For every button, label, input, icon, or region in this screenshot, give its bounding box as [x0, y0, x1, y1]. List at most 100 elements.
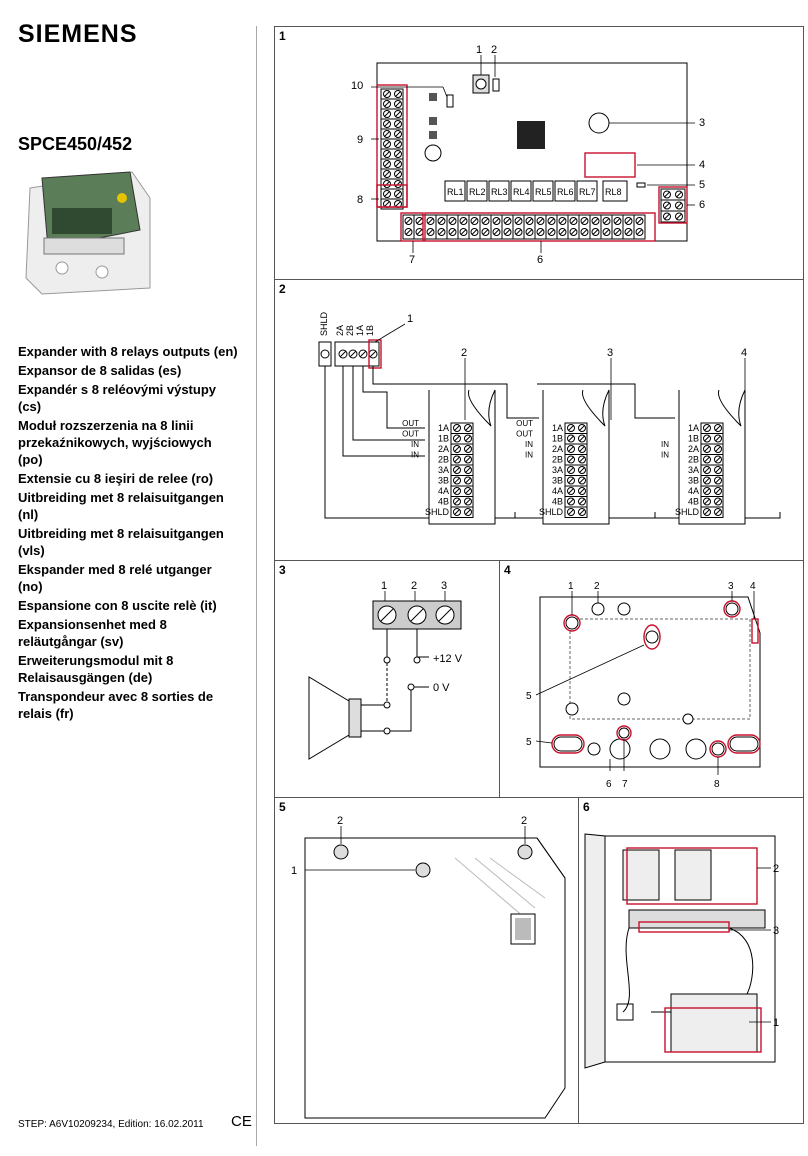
- callout-6: 6: [699, 199, 705, 211]
- relay-label: RL7: [579, 187, 596, 197]
- callout-1: 1: [773, 1017, 779, 1029]
- terminal-label: 1A: [688, 423, 699, 433]
- v0-label: 0 V: [433, 682, 450, 694]
- terminal-label: 3B: [552, 476, 563, 486]
- bus-wiring-diagram: SHLD 2A 2B 1A 1B 1A1B2A2B3A3B4A4BSHLDOUT…: [318, 311, 781, 525]
- callout-6: 6: [606, 779, 612, 790]
- lang-po: Moduł rozszerzenia na 8 linii przekaźnik…: [18, 418, 212, 467]
- terminal-label: 2B: [438, 455, 449, 465]
- terminal-label: 2B: [552, 455, 563, 465]
- direction-label: OUT: [402, 419, 419, 428]
- terminal-label: 1B: [552, 434, 563, 444]
- terminal-label: 4A: [688, 486, 699, 496]
- callout-3: 3: [607, 347, 613, 359]
- direction-label: IN: [411, 451, 419, 460]
- top-term-1b: 1B: [365, 325, 375, 336]
- lang-en: Expander with 8 relays outputs (en): [18, 344, 238, 359]
- lang-ro: Extensie cu 8 ieşiri de relee (ro): [18, 471, 214, 486]
- panel-number: 2: [279, 282, 286, 296]
- brand-logo: SIEMENS: [18, 20, 138, 48]
- lang-cs: Expandér s 8 reléovými výstupy (cs): [18, 382, 216, 414]
- direction-label: IN: [661, 440, 669, 449]
- terminal-label: SHLD: [425, 507, 450, 517]
- callout-2: 2: [491, 44, 497, 56]
- callout-7: 7: [409, 254, 415, 266]
- callout-6-bottom: 6: [537, 254, 543, 266]
- panel-number: 1: [279, 29, 286, 43]
- panel-4: 4 1 2 3: [499, 560, 804, 798]
- relay-label: RL6: [557, 187, 574, 197]
- direction-label: IN: [661, 451, 669, 460]
- callout-1: 1: [291, 865, 297, 877]
- terminal-label: SHLD: [539, 507, 564, 517]
- relay-label: RL2: [469, 187, 486, 197]
- lang-fr: Transpondeur avec 8 sorties de relais (f…: [18, 689, 214, 721]
- terminal-label: 4A: [552, 486, 563, 496]
- callout-1: 1: [568, 581, 574, 592]
- callout-3: 3: [728, 581, 734, 592]
- terminal-label: 1B: [438, 434, 449, 444]
- edition-footer: STEP: A6V10209234, Edition: 16.02.2011: [18, 1119, 204, 1130]
- terminal-label: 2A: [688, 444, 699, 454]
- terminal-label: 3A: [552, 465, 563, 475]
- model-title: SPCE450/452: [18, 134, 133, 154]
- callout-4: 4: [741, 347, 747, 359]
- product-photo: [25, 171, 151, 295]
- callout-2: 2: [461, 347, 467, 359]
- direction-label: IN: [525, 440, 533, 449]
- terminal-label: 1A: [552, 423, 563, 433]
- panel-3: 3 1 2 3 +12 V 0 V: [274, 560, 500, 798]
- housing-base-diagram: 1 2 3 4 5 5 6 7 8: [526, 581, 761, 790]
- callout-9: 9: [357, 134, 363, 146]
- terminal-label: 4B: [438, 497, 449, 507]
- siren-wiring-diagram: 1 2 3 +12 V 0 V: [308, 580, 463, 760]
- ce-mark: CE: [231, 1113, 252, 1130]
- callout-3: 3: [441, 580, 447, 592]
- callout-2: 2: [411, 580, 417, 592]
- panel-number: 6: [583, 800, 590, 814]
- language-list: Expander with 8 relays outputs (en) Expa…: [18, 343, 238, 724]
- callout-4: 4: [750, 581, 756, 592]
- top-term-1a: 1A: [355, 325, 365, 336]
- cover-diagram: 2 2 1: [291, 815, 566, 1119]
- relay-label: RL3: [491, 187, 508, 197]
- relay-label: RL1: [447, 187, 464, 197]
- callout-5-lower: 5: [526, 737, 532, 748]
- relay-label: RL5: [535, 187, 552, 197]
- lang-es: Expansor de 8 salidas (es): [18, 363, 182, 378]
- lang-de: Erweiterungsmodul mit 8 Relaisausgängen …: [18, 653, 174, 685]
- terminal-label: 2A: [552, 444, 563, 454]
- panel-number: 3: [279, 563, 286, 577]
- callout-8: 8: [357, 194, 363, 206]
- panel-5: 5 2 2 1: [274, 797, 579, 1124]
- terminal-label: 3A: [438, 465, 449, 475]
- callout-5: 5: [699, 179, 705, 191]
- lang-no: Ekspander med 8 relé utganger (no): [18, 562, 212, 594]
- lang-sv: Expansionsenhet med 8 reläutgångar (sv): [18, 617, 167, 649]
- lang-it: Espansione con 8 uscite relè (it): [18, 598, 217, 613]
- column-divider: [256, 26, 257, 1146]
- top-term-2b: 2B: [345, 325, 355, 336]
- terminal-label: 4A: [438, 486, 449, 496]
- terminal-label: SHLD: [675, 507, 700, 517]
- callout-4: 4: [699, 159, 705, 171]
- callout-7: 7: [622, 779, 628, 790]
- terminal-label: 2B: [688, 455, 699, 465]
- callout-8: 8: [714, 779, 720, 790]
- relay-label: RL4: [513, 187, 530, 197]
- direction-label: IN: [525, 451, 533, 460]
- callout-3: 3: [699, 117, 705, 129]
- terminal-label: 3B: [688, 476, 699, 486]
- top-term-shld: SHLD: [319, 311, 329, 336]
- direction-label: IN: [411, 440, 419, 449]
- panel-6: 6 2 3 1: [578, 797, 804, 1124]
- callout-2-right: 2: [521, 815, 527, 827]
- callout-2: 2: [594, 581, 600, 592]
- terminal-label: 1B: [688, 434, 699, 444]
- terminal-label: 2A: [438, 444, 449, 454]
- callout-1: 1: [381, 580, 387, 592]
- callout-1: 1: [476, 44, 482, 56]
- terminal-label: 3B: [438, 476, 449, 486]
- callout-5: 5: [526, 691, 532, 702]
